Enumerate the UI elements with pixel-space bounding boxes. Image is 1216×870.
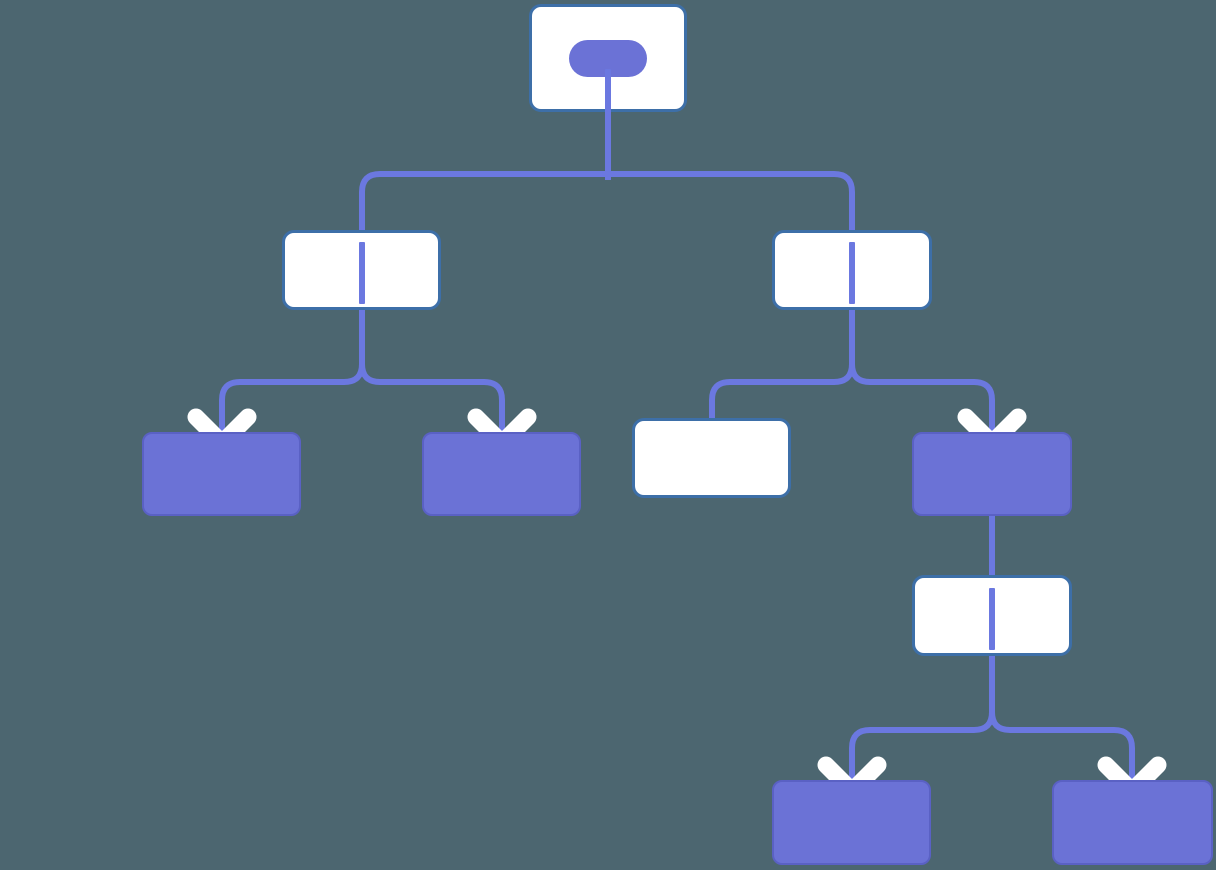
node-n8[interactable] — [772, 780, 931, 865]
node-n3[interactable] — [142, 432, 301, 516]
edge-n7-to-n8 — [849, 711, 995, 788]
node-n1[interactable] — [282, 230, 441, 310]
node-n9[interactable] — [1052, 780, 1213, 865]
edge-n1-to-n4 — [359, 363, 505, 440]
node-n2-inner-line — [849, 242, 855, 304]
node-n1-inner-line — [359, 242, 365, 304]
node-n5[interactable] — [632, 418, 791, 498]
edge-n1-to-n3 — [219, 363, 365, 440]
edge-n2-to-n6 — [849, 363, 995, 440]
edge-n2-to-n5 — [709, 363, 855, 420]
node-root[interactable] — [529, 4, 687, 115]
edge-n7-to-n9 — [989, 711, 1135, 788]
root-inner-line — [605, 69, 611, 115]
node-n2[interactable] — [772, 230, 932, 310]
node-n4[interactable] — [422, 432, 581, 516]
node-n6[interactable] — [912, 432, 1072, 516]
node-n7[interactable] — [912, 575, 1072, 656]
node-n7-inner-line — [989, 588, 995, 650]
